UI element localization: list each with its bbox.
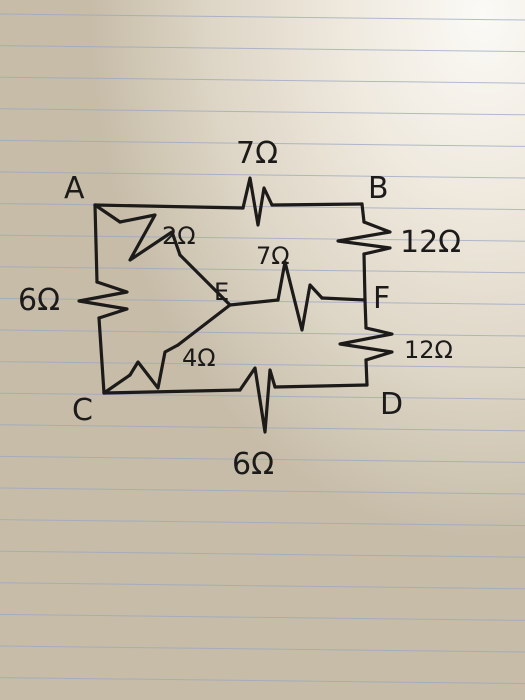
wire-r-cd-to-d	[273, 383, 369, 389]
ruled-line	[0, 677, 525, 685]
ruled-line	[0, 613, 525, 621]
node-label-c: C	[72, 393, 93, 428]
node-label-d: D	[380, 387, 403, 422]
ruled-line	[0, 550, 525, 558]
resistor-label-ac: 6Ω	[18, 283, 60, 318]
ruled-line	[0, 487, 525, 495]
resistor-label-ab: 7Ω	[236, 136, 278, 171]
node-label-a: A	[64, 171, 85, 206]
ruled-line	[0, 76, 525, 84]
resistor-label-cd: 6Ω	[232, 447, 274, 482]
wire-r-bf-to-f	[362, 252, 367, 302]
resistor-ce-zigzag	[128, 343, 180, 390]
ruled-line	[0, 361, 525, 369]
wire-c-to-r-cd	[102, 388, 242, 395]
node-label-e: E	[214, 278, 229, 306]
wire-r-ae-to-e	[178, 253, 232, 307]
ruled-line	[0, 424, 525, 432]
wire-r-fd-to-d	[364, 358, 369, 387]
circuit-wires	[93, 202, 369, 395]
ruled-line	[0, 455, 525, 463]
ruled-line	[0, 108, 525, 116]
ruled-line	[0, 139, 525, 147]
ruled-line	[0, 266, 525, 274]
resistor-label-ce: 4Ω	[182, 344, 216, 372]
ruled-line	[0, 582, 525, 590]
resistor-label-ae: 2Ω	[162, 222, 196, 250]
ruled-line	[0, 519, 525, 527]
node-label-b: B	[368, 171, 389, 206]
wire-c-to-r-ce	[102, 373, 132, 395]
resistor-labels: 7Ω 12Ω 12Ω 6Ω 6Ω 2Ω 7Ω 4Ω	[18, 136, 461, 482]
resistor-cd-zigzag	[238, 366, 277, 434]
wire-r-ab-to-b	[270, 202, 364, 207]
resistor-ab-zigzag	[241, 176, 274, 227]
ruled-line	[0, 171, 525, 179]
ruled-line	[0, 45, 525, 53]
wire-a-to-r-ae	[93, 203, 122, 224]
wire-r-ac-to-c	[97, 316, 106, 395]
wire-f-to-r-fd	[363, 298, 368, 330]
ruled-line	[0, 645, 525, 653]
resistor-ae-zigzag	[118, 213, 182, 262]
node-label-f: F	[373, 281, 390, 316]
resistor-label-fd: 12Ω	[404, 336, 453, 364]
resistor-fd-zigzag	[338, 326, 394, 362]
wire-e-to-r-ef	[228, 298, 280, 307]
ruled-line	[0, 13, 525, 21]
ruled-line	[0, 392, 525, 400]
wire-b-to-r-bf	[360, 202, 366, 224]
node-labels: A B C D E F	[64, 171, 403, 428]
resistor-symbols	[77, 176, 394, 434]
resistor-bf-zigzag	[336, 220, 392, 256]
resistor-label-ef: 7Ω	[256, 242, 290, 270]
wire-a-to-r-ac	[93, 203, 99, 284]
resistor-ef-zigzag	[276, 260, 324, 332]
resistor-label-bf: 12Ω	[400, 225, 461, 260]
resistor-ac-zigzag	[77, 280, 129, 320]
wire-r-ef-to-f	[320, 296, 367, 302]
ruled-line	[0, 234, 525, 242]
wire-r-ce-to-e	[176, 303, 232, 347]
ruled-line	[0, 329, 525, 337]
wire-a-to-r-ab	[93, 203, 245, 210]
